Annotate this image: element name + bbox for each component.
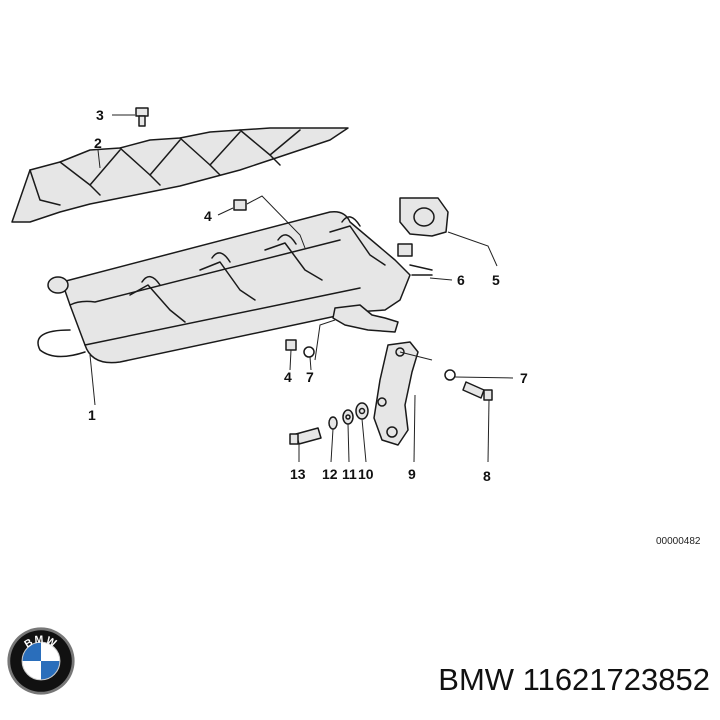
callout-8: 8 — [483, 468, 491, 484]
nut-lower — [285, 339, 315, 358]
callout-7-lower: 7 — [306, 369, 314, 385]
callout-5: 5 — [492, 272, 500, 288]
nut-upper — [233, 199, 247, 211]
exhaust-manifold — [37, 210, 433, 364]
flange-gasket — [399, 197, 449, 237]
svg-text:BMW: BMW — [22, 634, 59, 651]
callout-2: 2 — [94, 135, 102, 151]
callout-6: 6 — [457, 272, 465, 288]
callout-13: 13 — [290, 466, 306, 482]
bolt-right — [444, 369, 493, 401]
heat-shield — [11, 127, 349, 223]
callout-12: 12 — [322, 466, 338, 482]
callout-7-right: 7 — [520, 370, 528, 386]
callout-4-upper: 4 — [204, 208, 212, 224]
support-bracket — [373, 341, 419, 446]
callout-3: 3 — [96, 107, 104, 123]
callout-9: 9 — [408, 466, 416, 482]
callout-1: 1 — [88, 407, 96, 423]
bolt-top — [135, 107, 149, 127]
callout-4-lower: 4 — [284, 369, 292, 385]
callout-11: 11 — [342, 466, 357, 482]
part-number-caption: BMW 11621723852 — [438, 662, 710, 697]
bolt-and-washers — [289, 402, 369, 445]
bmw-logo: BMW — [7, 627, 75, 695]
reference-code: 00000482 — [656, 536, 701, 547]
callout-10: 10 — [358, 466, 374, 482]
leader-lines — [89, 114, 514, 463]
